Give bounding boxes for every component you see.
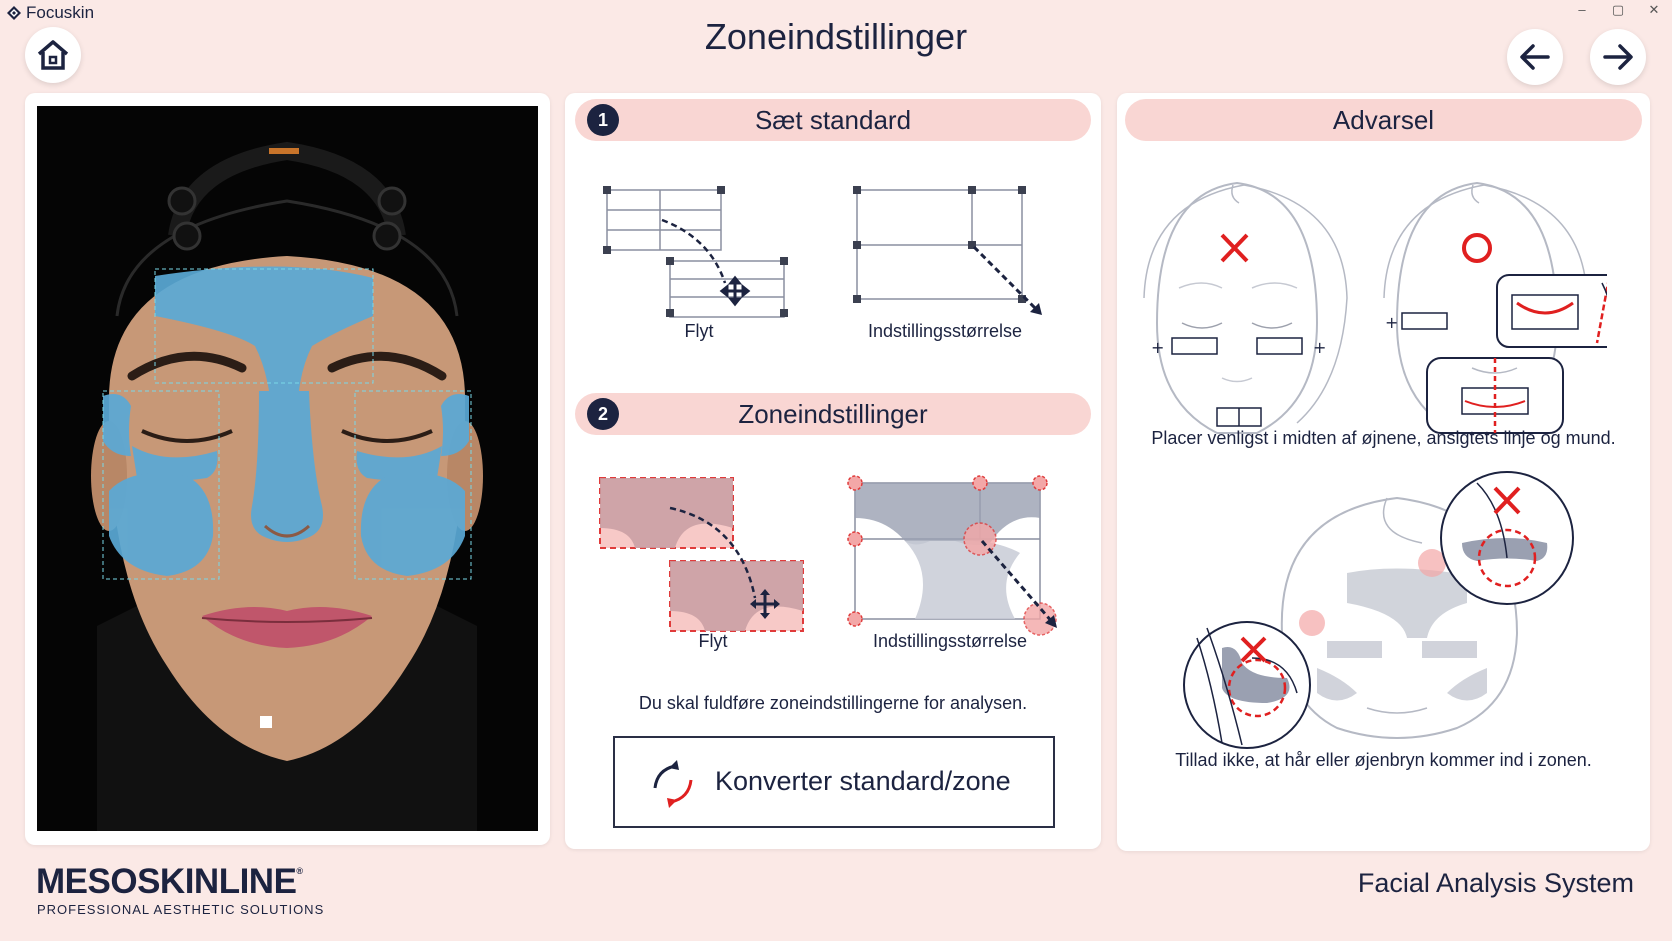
face-photo-panel bbox=[25, 93, 550, 845]
warning-placement-illustration: + + + bbox=[1143, 181, 1607, 434]
warning-hair-illustration bbox=[1183, 471, 1574, 749]
close-button[interactable]: ✕ bbox=[1648, 2, 1660, 17]
back-button[interactable] bbox=[1507, 29, 1563, 85]
correct-placement-face: + bbox=[1383, 181, 1607, 434]
warning-title: Advarsel bbox=[1332, 105, 1435, 135]
step2-move-caption: Flyt bbox=[698, 631, 728, 651]
mesoskinline-brand: MESOSKINLINE® bbox=[36, 862, 303, 902]
hair-zone-zoom-circle bbox=[1440, 471, 1574, 605]
app-name: Focuskin bbox=[26, 3, 95, 22]
arrow-left-icon bbox=[1520, 44, 1550, 70]
maximize-button[interactable]: ▢ bbox=[1611, 2, 1625, 17]
step1-title: Sæt standard bbox=[754, 105, 912, 135]
svg-text:+: + bbox=[1151, 338, 1164, 357]
system-name: Facial Analysis System bbox=[1357, 868, 1634, 898]
forward-button[interactable] bbox=[1590, 29, 1646, 85]
warning-caption-hair: Tillad ikke, at hår eller øjenbryn komme… bbox=[1175, 750, 1592, 770]
minimize-button[interactable]: – bbox=[1578, 2, 1586, 17]
svg-text:+: + bbox=[1313, 338, 1326, 357]
svg-text:+: + bbox=[1385, 313, 1398, 332]
step2-number-badge: 2 bbox=[587, 398, 619, 430]
page-title: Zoneindstillinger bbox=[704, 16, 968, 57]
warning-header: Advarsel bbox=[1125, 99, 1642, 141]
convert-button-label: Konverter standard/zone bbox=[715, 766, 1011, 796]
eyebrow-zone-zoom-circle bbox=[1183, 621, 1311, 749]
step1-number-badge: 1 bbox=[587, 104, 619, 136]
warning-panel: Advarsel + + + bbox=[1117, 93, 1650, 851]
step1-move-illustration bbox=[603, 186, 788, 318]
step2-resize-caption: Indstillingsstørrelse bbox=[872, 631, 1028, 651]
step2-move-illustration bbox=[599, 477, 804, 632]
zone-settings-panel: 1 Sæt standard Flyt bbox=[565, 93, 1101, 849]
arrow-right-icon bbox=[1603, 44, 1633, 70]
home-button[interactable] bbox=[25, 27, 81, 83]
step2-header: 2 Zoneindstillinger bbox=[575, 393, 1091, 435]
step2-resize-illustration bbox=[847, 475, 1057, 636]
warning-caption-placement: Placer venligst i midten af øjnene, ansi… bbox=[1151, 428, 1616, 448]
step1-move-caption: Flyt bbox=[684, 321, 714, 341]
brand-registered-mark: ® bbox=[296, 866, 303, 876]
convert-arrows-icon bbox=[653, 760, 693, 808]
step1-resize-illustration bbox=[853, 186, 1042, 315]
home-icon bbox=[37, 40, 69, 70]
step2-title: Zoneindstillinger bbox=[738, 399, 928, 429]
focuskin-logo-icon bbox=[7, 6, 21, 20]
brand-name: MESOSKINLINE bbox=[36, 862, 297, 901]
face-zone-overlay[interactable] bbox=[37, 106, 538, 831]
step2-note: Du skal fuldføre zoneindstillingerne for… bbox=[638, 693, 1028, 713]
title-bar: Focuskin – ▢ ✕ bbox=[0, 0, 1672, 26]
step1-resize-caption: Indstillingsstørrelse bbox=[867, 321, 1023, 341]
face-photo bbox=[37, 106, 538, 831]
brand-subtitle: PROFESSIONAL AESTHETIC SOLUTIONS bbox=[37, 902, 325, 917]
step1-header: 1 Sæt standard bbox=[575, 99, 1091, 141]
convert-standard-zone-button[interactable]: Konverter standard/zone bbox=[613, 736, 1055, 828]
wrong-placement-face: + + bbox=[1143, 181, 1348, 434]
